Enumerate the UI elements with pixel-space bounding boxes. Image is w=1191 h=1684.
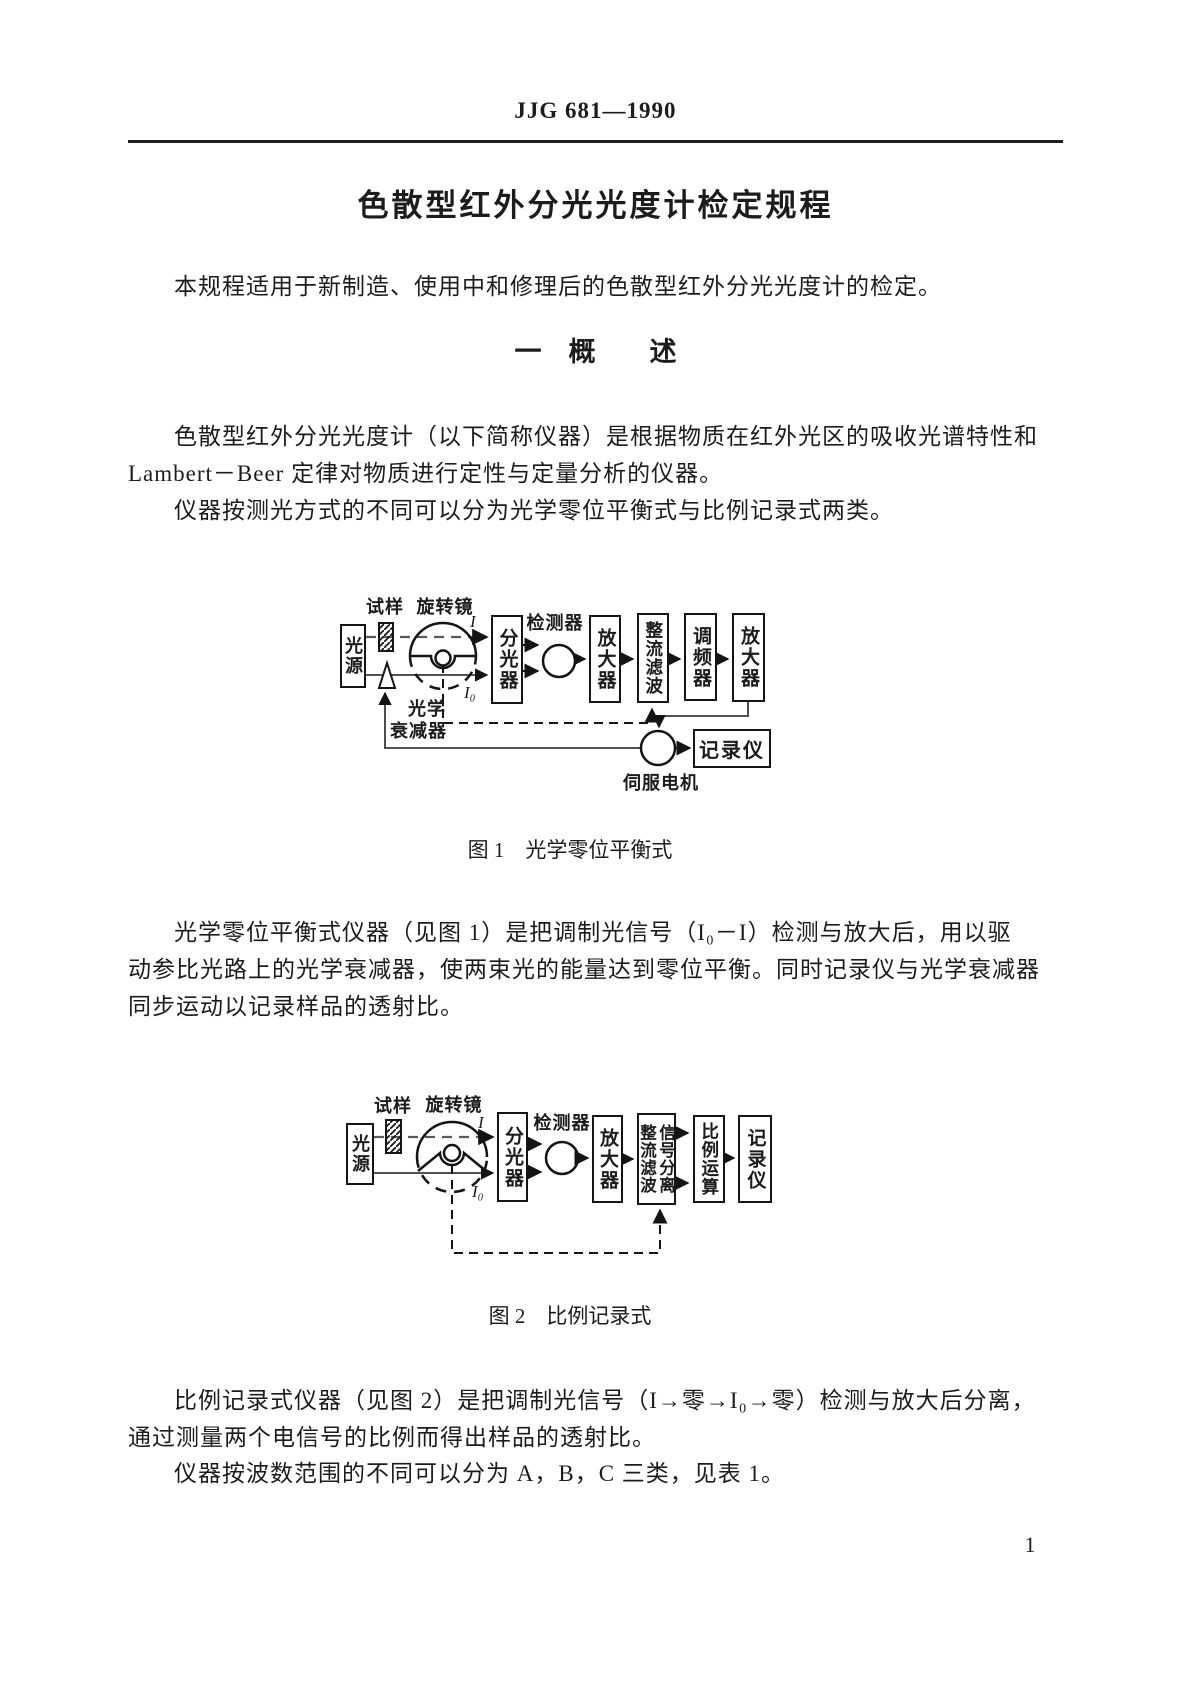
box-light-source: 光源 (346, 1123, 374, 1185)
sync-dashed-line (451, 1165, 668, 1254)
box-amplifier: 放大器 (592, 1115, 623, 1203)
amp-to-servo-line (652, 702, 749, 729)
detector-shape (541, 643, 577, 679)
box-amplifier-2: 放大器 (732, 613, 765, 702)
label-rotating-mirror: 旋转镜 (425, 1095, 483, 1115)
servo-to-attenuator-line (378, 691, 641, 749)
paragraph-line: 比例记录式仪器（见图 2）是把调制光信号（I→零→I₀→零）检测与放大后分离， (174, 1388, 1036, 1413)
box-rectifier-signal-separator: 整流滤波 信号分离 (637, 1113, 676, 1205)
label-beam-i: I (478, 1113, 484, 1132)
sample-cell (378, 622, 394, 652)
figure-2-lines (374, 1119, 736, 1254)
box-ratio-computer: 比例运算 (693, 1115, 725, 1203)
label-servo-motor: 伺服电机 (623, 773, 699, 793)
paragraph-wavenumber-classes: 仪器按波数范围的不同可以分为 A，B，C 三类，见表 1。 (128, 1455, 1068, 1492)
paragraph-line: 本规程适用于新制造、使用中和修理后的色散型红外分光光度计的检定。 (174, 274, 942, 299)
standard-code: JJG 681—1990 (514, 98, 677, 123)
label-beam-i: I (470, 612, 476, 631)
optical-attenuator-shape (377, 659, 397, 689)
figure-1-lines (366, 621, 749, 767)
box-light-source: 光源 (340, 624, 366, 688)
figure-2-diagram: 光源 分光器 放大器 整流滤波 信号分离 比例运算 记录仪 试样 旋转镜 检测器… (330, 1087, 790, 1267)
section-heading-overview: 一 概 述 (514, 337, 677, 367)
label-beam-i0: I₀ (464, 683, 476, 702)
box-amplifier-1: 放大器 (589, 615, 621, 703)
page-number: 1 (1024, 1532, 1036, 1557)
paragraph-line: 光学零位平衡式仪器（见图 1）是把调制光信号（I₀－I）检测与放大后，用以驱 (174, 920, 1012, 945)
paragraph-scope: 本规程适用于新制造、使用中和修理后的色散型红外分光光度计的检定。 (128, 268, 1068, 305)
rotating-mirror-shape (408, 621, 478, 691)
sample-cell (385, 1119, 402, 1154)
label-beam-i0: I₀ (472, 1182, 484, 1201)
box-recorder: 记录仪 (738, 1115, 772, 1203)
paragraph-definition: 色散型红外分光光度计（以下简称仪器）是根据物质在红外光区的吸收光谱特性和 Lam… (128, 418, 1068, 492)
box-frequency-modulator: 调频器 (684, 613, 717, 701)
paragraph-line: Lambert－Beer 定律对物质进行定性与定量分析的仪器。 (128, 461, 724, 486)
label-detector: 检测器 (533, 1113, 591, 1133)
rotating-mirror-shape (415, 1120, 489, 1194)
label-optical-attenuator: 光学 衰减器 (390, 699, 447, 741)
paragraph-optical-null: 光学零位平衡式仪器（见图 1）是把调制光信号（I₀－I）检测与放大后，用以驱 动… (128, 914, 1068, 1025)
paragraph-line: 仪器按波数范围的不同可以分为 A，B，C 三类，见表 1。 (174, 1461, 786, 1486)
page-title: 色散型红外分光光度计检定规程 (357, 188, 834, 223)
box-recorder: 记录仪 (693, 729, 771, 768)
servo-motor-shape (639, 729, 677, 767)
label-sample: 试样 (374, 1096, 412, 1116)
paragraph-line: 色散型红外分光光度计（以下简称仪器）是根据物质在红外光区的吸收光谱特性和 (174, 424, 1038, 449)
paragraph-classification: 仪器按测光方式的不同可以分为光学零位平衡式与比例记录式两类。 (128, 492, 1068, 529)
label-rotating-mirror: 旋转镜 (416, 597, 474, 617)
label-sample: 试样 (366, 597, 404, 617)
figure-2-caption: 图 2 比例记录式 (488, 1304, 652, 1328)
paragraph-line: 仪器按测光方式的不同可以分为光学零位平衡式与比例记录式两类。 (174, 498, 894, 523)
paragraph-line: 动参比光路上的光学衰减器，使两束光的能量达到零位平衡。同时记录仪与光学衰减器 (128, 957, 1040, 982)
detector-shape (544, 1140, 580, 1176)
sync-dashed-line (442, 664, 660, 724)
box-monochromator: 分光器 (497, 1112, 528, 1202)
paragraph-line: 同步运动以记录样品的透射比。 (128, 994, 464, 1019)
figure-1-caption: 图 1 光学零位平衡式 (467, 838, 673, 862)
header-rule (128, 140, 1063, 143)
box-monochromator: 分光器 (491, 615, 523, 704)
figure-1-diagram: 光源 分光器 放大器 整流滤波 调频器 放大器 记录仪 试样 旋转镜 检测器 I… (318, 546, 788, 796)
box-rectifier-filter: 整流滤波 (637, 613, 669, 703)
paragraph-line: 通过测量两个电信号的比例而得出样品的透射比。 (128, 1425, 656, 1450)
paragraph-ratio-recording: 比例记录式仪器（见图 2）是把调制光信号（I→零→I₀→零）检测与放大后分离， … (128, 1382, 1068, 1456)
label-detector: 检测器 (526, 613, 584, 633)
